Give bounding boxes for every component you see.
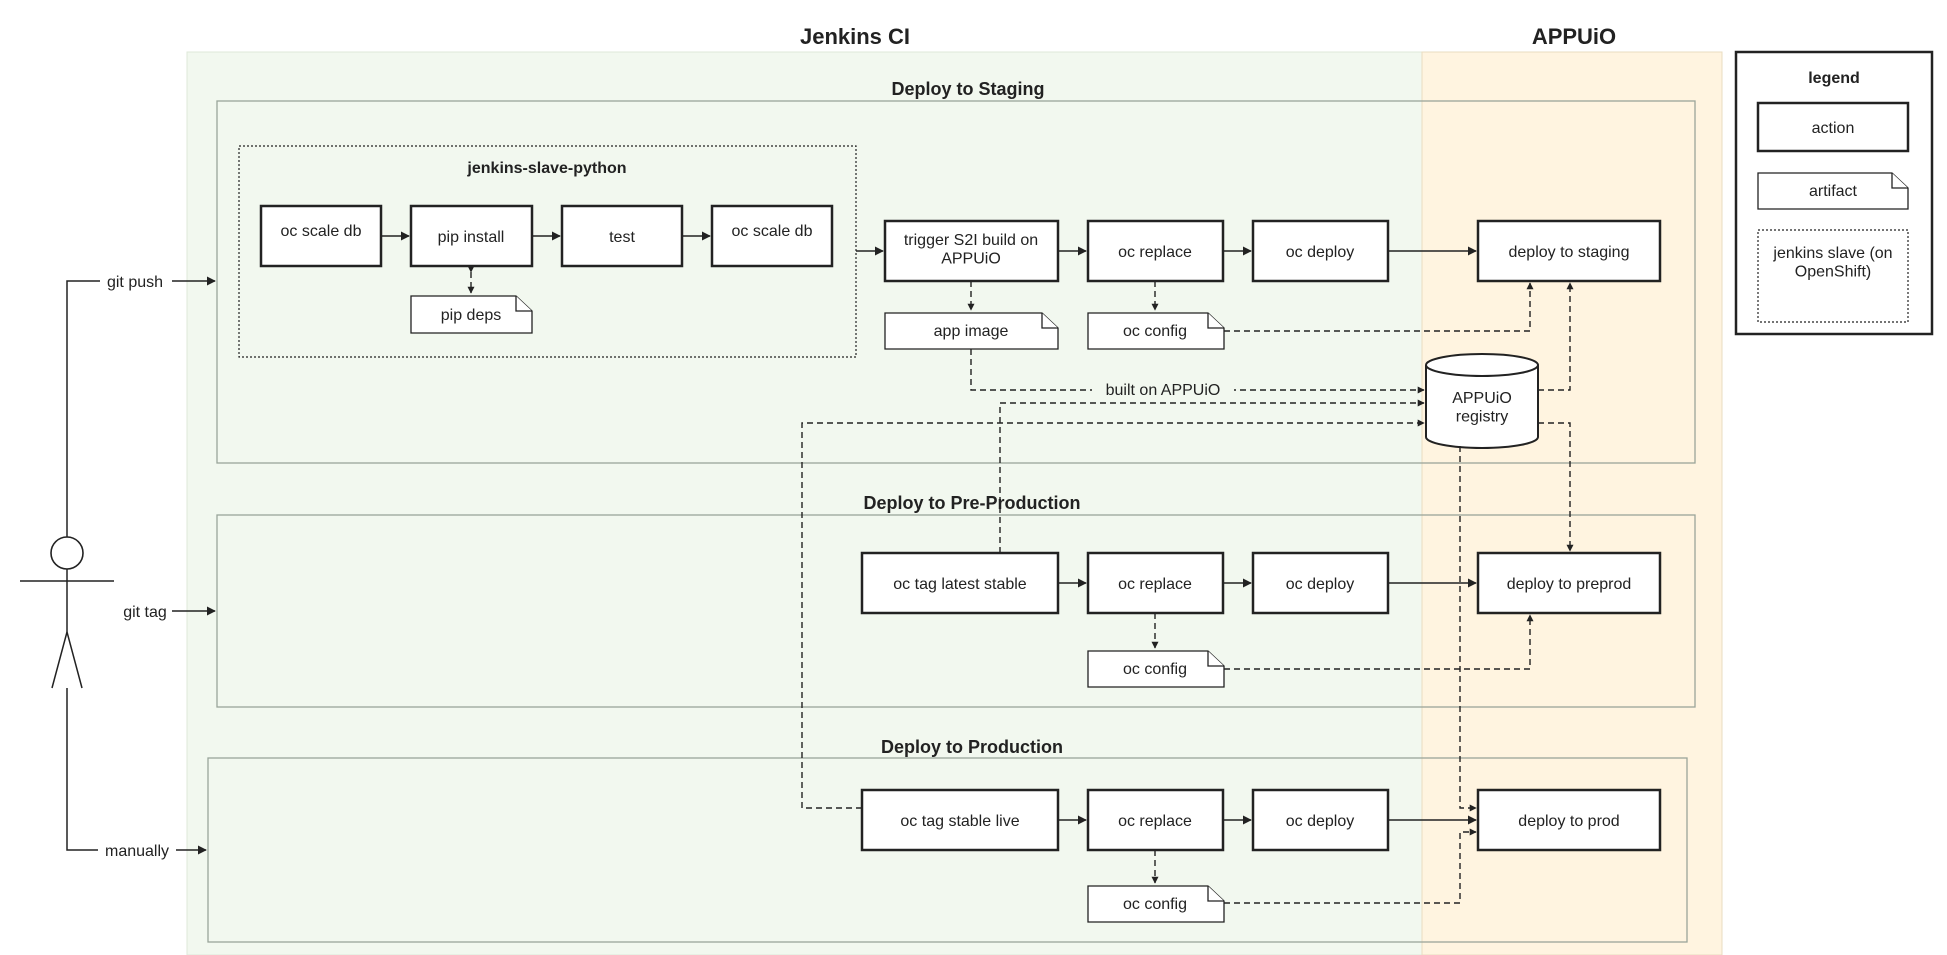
- appuio-zone-title: APPUiO: [1532, 24, 1616, 49]
- preprod-oc-replace: oc replace: [1086, 551, 1225, 615]
- slave-step-label: oc scale db: [732, 223, 813, 240]
- slave-step-label: pip install: [438, 229, 505, 246]
- prod-oc-tag: oc tag stable live: [860, 788, 1060, 852]
- slave-step-label: oc scale db: [281, 223, 362, 240]
- app-image-artifact: app image: [884, 312, 1059, 350]
- prod-oc-replace-label: oc replace: [1118, 813, 1192, 830]
- legend-slave-swatch: [1757, 229, 1909, 323]
- pip-deps-artifact: pip deps: [410, 295, 533, 334]
- slave-step-pip-install: pip install: [409, 204, 534, 268]
- legend-action-swatch: [1756, 101, 1910, 153]
- legend: legend action artifact jenkins slave (on…: [1734, 50, 1934, 336]
- staging-stage-frame: [216, 100, 1696, 464]
- legend-title: legend: [1808, 70, 1860, 87]
- registry-to-prod: [1459, 446, 1477, 812]
- preprod-stage-title: Deploy to Pre-Production: [863, 493, 1080, 513]
- prod-stage-title: Deploy to Production: [881, 737, 1063, 757]
- deploy-to-prod: deploy to prod: [1476, 788, 1662, 852]
- prod-oc-config-label: oc config: [1123, 896, 1187, 913]
- actor-icon: [20, 536, 114, 689]
- pip-deps-label: pip deps: [441, 307, 502, 324]
- registry-to-preprod: [1538, 422, 1574, 552]
- git-push-trigger: [66, 280, 100, 537]
- preprod-oc-config-artifact: oc config: [1087, 650, 1225, 688]
- deploy-to-preprod: deploy to preprod: [1476, 551, 1662, 615]
- deploy-to-staging: deploy to staging: [1476, 219, 1662, 283]
- staging-oc-deploy-label: oc deploy: [1286, 244, 1355, 261]
- git-push-label: git push: [107, 274, 163, 291]
- prod-oc-config-artifact: oc config: [1087, 885, 1225, 923]
- legend-artifact-swatch: [1757, 172, 1909, 210]
- app-image-label: app image: [934, 323, 1009, 340]
- slave-step-scale-db-1: oc scale db: [259, 204, 383, 268]
- built-on-appuio-label: built on APPUiO: [1106, 382, 1221, 399]
- staging-oc-replace-label: oc replace: [1118, 244, 1192, 261]
- tag-stable-live-link: [801, 419, 1425, 809]
- deploy-to-staging-label: deploy to staging: [1509, 244, 1630, 261]
- preprod-oc-replace-label: oc replace: [1118, 576, 1192, 593]
- staging-oc-replace: oc replace: [1086, 219, 1225, 283]
- preprod-oc-config-label: oc config: [1123, 661, 1187, 678]
- slave-step-scale-db-2: oc scale db: [710, 204, 834, 268]
- preprod-config-to-deploy: [1224, 614, 1534, 670]
- registry-to-staging: [1538, 282, 1574, 391]
- staging-stage-title: Deploy to Staging: [892, 79, 1045, 99]
- staging-oc-config-artifact: oc config: [1087, 312, 1225, 350]
- slave-step-label: test: [609, 229, 635, 246]
- staging-config-to-deploy: [1224, 282, 1534, 332]
- jenkins-slave-title: jenkins-slave-python: [466, 160, 626, 177]
- legend-artifact-label: artifact: [1809, 183, 1858, 200]
- manual-trigger: [66, 688, 98, 851]
- jenkins-slave-container: [238, 145, 857, 358]
- prod-oc-tag-label: oc tag stable live: [900, 813, 1019, 830]
- jenkins-zone-title: Jenkins CI: [800, 24, 910, 49]
- prod-oc-replace: oc replace: [1086, 788, 1225, 852]
- legend-action-label: action: [1812, 120, 1855, 137]
- git-tag-label: git tag: [123, 604, 167, 621]
- prod-oc-deploy-label: oc deploy: [1286, 813, 1355, 830]
- staging-oc-config-label: oc config: [1123, 323, 1187, 340]
- staging-oc-deploy: oc deploy: [1251, 219, 1390, 283]
- preprod-oc-deploy: oc deploy: [1251, 551, 1390, 615]
- preprod-oc-deploy-label: oc deploy: [1286, 576, 1355, 593]
- deploy-to-prod-label: deploy to prod: [1518, 813, 1619, 830]
- tag-latest-stable-link: [999, 399, 1425, 553]
- built-on-appuio-link: [970, 349, 1425, 394]
- preprod-oc-tag: oc tag latest stable: [860, 551, 1060, 615]
- preprod-oc-tag-label: oc tag latest stable: [893, 576, 1027, 593]
- prod-oc-deploy: oc deploy: [1251, 788, 1390, 852]
- manual-label: manually: [105, 843, 169, 860]
- deploy-to-preprod-label: deploy to preprod: [1507, 576, 1632, 593]
- slave-step-test: test: [560, 204, 684, 268]
- preprod-stage-frame: [216, 514, 1696, 708]
- prod-config-to-deploy: [1224, 828, 1477, 904]
- prod-stage-frame: [207, 757, 1688, 943]
